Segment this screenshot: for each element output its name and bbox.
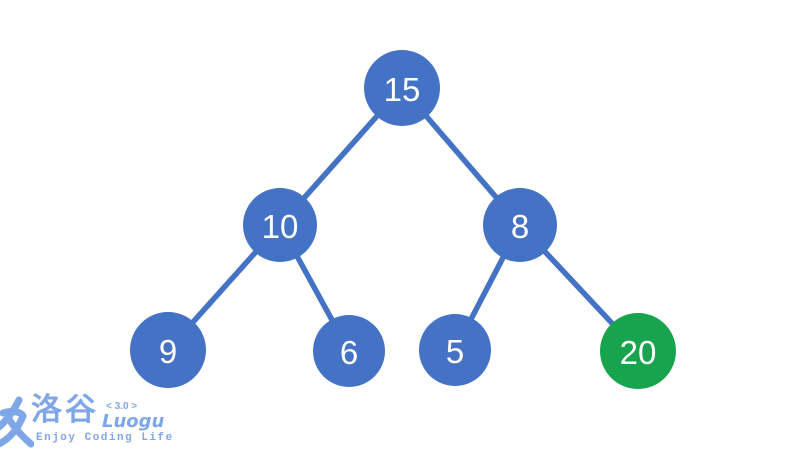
tree-node-circle bbox=[419, 314, 491, 386]
tree-node-20: 20 bbox=[600, 313, 676, 389]
luogu-logo: 洛谷 < 3.0 > Luogu Enjoy Coding Life bbox=[0, 392, 172, 450]
tree-node-15: 15 bbox=[364, 50, 440, 126]
tree-node-circle bbox=[243, 188, 317, 262]
tree-node-6: 6 bbox=[313, 315, 385, 387]
tree-node-circle bbox=[130, 312, 206, 388]
luogu-version-label: < 3.0 > bbox=[106, 401, 138, 412]
tree-node-label: 5 bbox=[446, 333, 464, 370]
tree-node-9: 9 bbox=[130, 312, 206, 388]
tree-node-circle bbox=[364, 50, 440, 126]
tree-node-circle bbox=[600, 313, 676, 389]
luogu-brand-en: Luogu bbox=[102, 411, 165, 432]
tree-node-label: 10 bbox=[262, 208, 299, 245]
tree-node-label: 6 bbox=[340, 334, 358, 371]
tree-node-label: 15 bbox=[384, 71, 421, 108]
luogu-tagline: Enjoy Coding Life bbox=[36, 432, 174, 444]
luogu-mark-icon bbox=[0, 396, 34, 448]
tree-node-label: 20 bbox=[620, 334, 657, 371]
tree-node-label: 9 bbox=[159, 333, 177, 370]
luogu-brand-cn: 洛谷 bbox=[31, 392, 99, 427]
tree-node-10: 10 bbox=[243, 188, 317, 262]
tree-node-circle bbox=[483, 188, 557, 262]
tree-node-label: 8 bbox=[511, 208, 529, 245]
tree-node-8: 8 bbox=[483, 188, 557, 262]
tree-node-circle bbox=[313, 315, 385, 387]
tree-node-5: 5 bbox=[419, 314, 491, 386]
